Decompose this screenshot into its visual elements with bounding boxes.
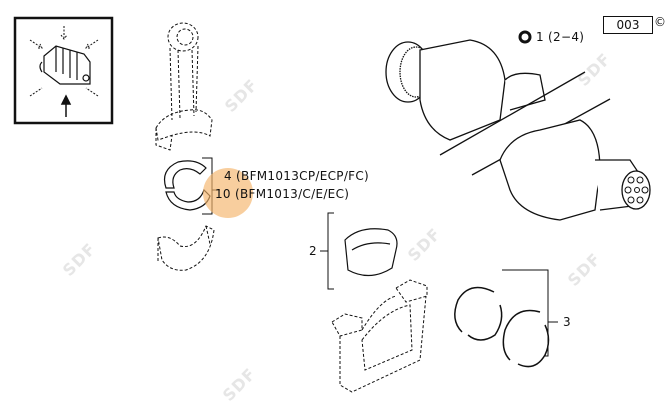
cursor-highlight [203,168,253,218]
main-bearing-cap [331,279,428,393]
ring-symbol-icon [518,30,532,44]
callout-4[interactable]: 4 (BFM1013CP/ECP/FC) [224,169,370,183]
engine-location-inset [13,16,114,125]
thrust-washers [454,286,550,368]
callout-10[interactable]: 10 (BFM1013/C/E/EC) [215,187,350,201]
callout-3[interactable]: 3 [563,315,571,329]
copyright-mark: © [654,15,666,29]
legend-text: 1 (2−4) [536,30,585,44]
crankshaft [385,39,651,221]
main-bearing-shell [344,228,398,277]
page-code-box: 003 [603,16,653,34]
connecting-rod [155,22,213,151]
connecting-rod-cap [157,225,215,271]
callout-2[interactable]: 2 [309,244,317,258]
